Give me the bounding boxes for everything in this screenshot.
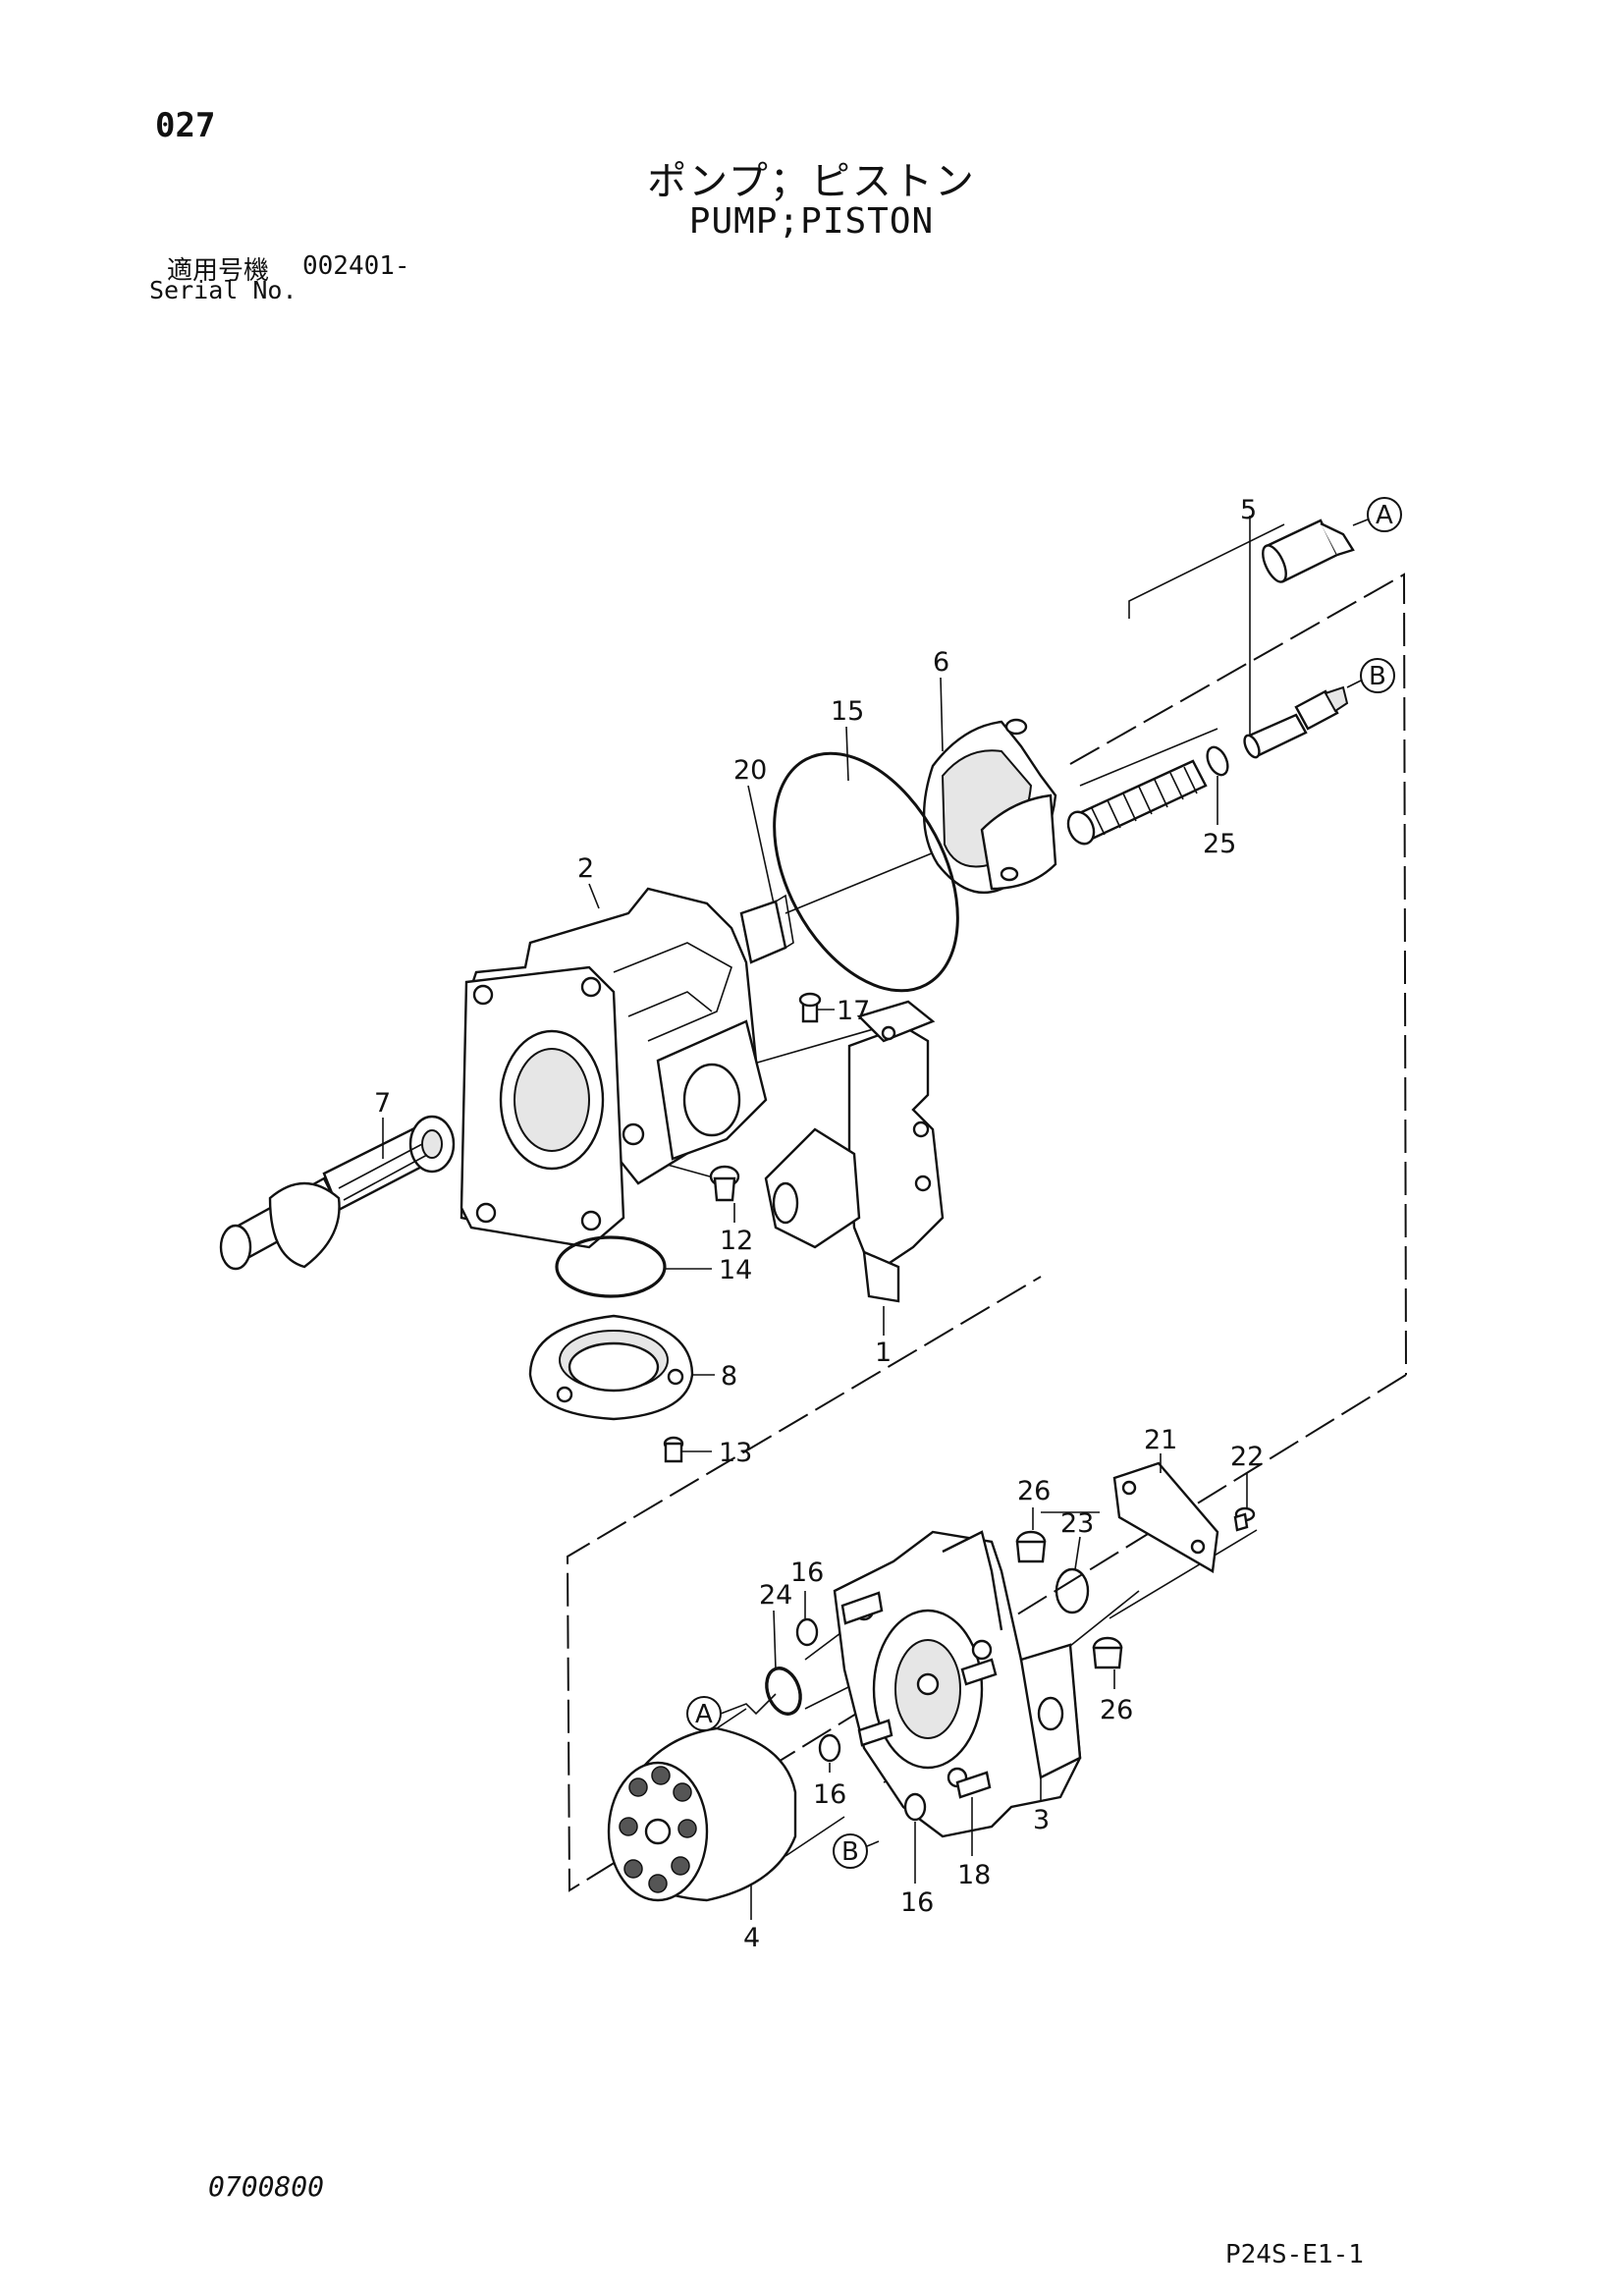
callout-21: 21 bbox=[1144, 1425, 1177, 1473]
part-7-drive-shaft bbox=[219, 1115, 456, 1271]
part-17-bolt bbox=[798, 992, 822, 1023]
callout-2-label: 2 bbox=[577, 853, 594, 884]
serial-label-english: Serial No. bbox=[149, 276, 298, 304]
part-6-swash-plate bbox=[922, 718, 1057, 894]
part-22-bolt bbox=[1233, 1506, 1256, 1532]
callout-4: 4 bbox=[743, 1886, 760, 1953]
callout-6-label: 6 bbox=[933, 647, 949, 678]
callout-20-label: 20 bbox=[733, 755, 767, 786]
part-15-oring bbox=[773, 751, 959, 993]
callout-21-label: 21 bbox=[1144, 1425, 1177, 1455]
callout-14: 14 bbox=[665, 1255, 752, 1285]
reference-marker-a-bottom: A bbox=[686, 1693, 777, 1731]
reference-marker-a-bottom-label: A bbox=[695, 1700, 713, 1729]
callout-3: 3 bbox=[1033, 1777, 1050, 1835]
callout-26b: 26 bbox=[1100, 1669, 1133, 1725]
part-12-plug bbox=[709, 1165, 740, 1202]
part-26-plugs bbox=[1015, 1530, 1123, 1669]
callout-16-label-b: 16 bbox=[813, 1779, 846, 1810]
drawing-code: 0700800 bbox=[208, 2170, 325, 2203]
part-8-seal-cover bbox=[528, 1314, 694, 1421]
reference-marker-b-bottom: B bbox=[833, 1833, 880, 1869]
callout-12: 12 bbox=[720, 1203, 753, 1256]
callout-23: 23 bbox=[1060, 1508, 1094, 1570]
callout-7-label: 7 bbox=[374, 1088, 391, 1119]
reference-marker-b-top-label: B bbox=[1369, 662, 1386, 691]
reference-marker-a-top-label: A bbox=[1376, 501, 1393, 530]
callout-13: 13 bbox=[681, 1438, 752, 1468]
part-3-valve-block bbox=[833, 1530, 1082, 1838]
callout-1-label: 1 bbox=[875, 1338, 892, 1368]
callout-16a: 16 bbox=[790, 1558, 824, 1618]
callout-17-label: 17 bbox=[837, 996, 870, 1026]
part-20-plate bbox=[739, 894, 794, 964]
callout-16-label-a: 16 bbox=[790, 1558, 824, 1588]
serial-number-value: 002401- bbox=[302, 251, 410, 281]
callout-8-label: 8 bbox=[721, 1361, 737, 1392]
callout-24-label: 24 bbox=[759, 1580, 792, 1611]
callout-1: 1 bbox=[875, 1306, 892, 1368]
callout-26-label-b: 26 bbox=[1100, 1695, 1133, 1725]
callout-26-label-a: 26 bbox=[1017, 1476, 1051, 1506]
part-2-pump-housing bbox=[460, 887, 768, 1249]
reference-marker-a-top: A bbox=[1352, 497, 1402, 532]
callout-4-label: 4 bbox=[743, 1923, 760, 1953]
part-25-ring bbox=[1206, 745, 1229, 777]
page-code: P24S-E1-1 bbox=[1225, 2240, 1364, 2269]
callout-3-label: 3 bbox=[1033, 1805, 1050, 1835]
serial-label-japanese: 適用号機 bbox=[167, 256, 270, 286]
callout-25: 25 bbox=[1203, 776, 1236, 859]
callout-26a: 26 bbox=[1017, 1476, 1051, 1530]
callout-14-label: 14 bbox=[719, 1255, 752, 1285]
callout-23-label: 23 bbox=[1060, 1508, 1094, 1539]
page-number: 027 bbox=[155, 106, 216, 145]
callout-18: 18 bbox=[957, 1797, 991, 1890]
callout-15: 15 bbox=[831, 696, 864, 782]
callout-6: 6 bbox=[933, 647, 949, 752]
callout-16-label-c: 16 bbox=[900, 1887, 934, 1918]
callout-5: 5 bbox=[1240, 495, 1257, 737]
part-23-oring bbox=[1055, 1567, 1090, 1614]
callout-8: 8 bbox=[692, 1361, 737, 1392]
part-5-pilot-piston bbox=[1243, 519, 1355, 759]
part-18-studs bbox=[840, 1591, 998, 1799]
part-14-oring bbox=[555, 1235, 667, 1298]
callout-12-label: 12 bbox=[720, 1226, 753, 1256]
part-21-cover-plate bbox=[1112, 1461, 1219, 1573]
part-16-orings bbox=[795, 1617, 927, 1822]
reference-marker-b-top: B bbox=[1346, 658, 1395, 693]
callout-17: 17 bbox=[817, 996, 870, 1026]
callout-22-label: 22 bbox=[1230, 1442, 1264, 1472]
callout-25-label: 25 bbox=[1203, 829, 1236, 859]
callout-22: 22 bbox=[1230, 1442, 1264, 1507]
callout-15-label: 15 bbox=[831, 696, 864, 727]
callout-5-label: 5 bbox=[1240, 495, 1257, 525]
callout-7: 7 bbox=[374, 1088, 391, 1159]
callout-16b: 16 bbox=[813, 1763, 846, 1810]
callout-20: 20 bbox=[733, 755, 775, 904]
part-4-cylinder-block bbox=[607, 1726, 797, 1902]
spring bbox=[1066, 759, 1208, 846]
reference-marker-b-bottom-label: B bbox=[841, 1837, 859, 1867]
callout-13-label: 13 bbox=[719, 1438, 752, 1468]
part-1-regulator bbox=[764, 1000, 945, 1303]
page-title-english: PUMP;PISTON bbox=[688, 201, 935, 242]
part-13-bolt bbox=[663, 1436, 684, 1463]
callout-18-label: 18 bbox=[957, 1860, 991, 1890]
callout-2: 2 bbox=[577, 853, 600, 909]
callout-24: 24 bbox=[759, 1580, 792, 1670]
page-title-japanese: ポンプ；ピストン bbox=[647, 159, 976, 204]
part-24-ring bbox=[765, 1667, 802, 1716]
callout-16c: 16 bbox=[900, 1822, 934, 1918]
